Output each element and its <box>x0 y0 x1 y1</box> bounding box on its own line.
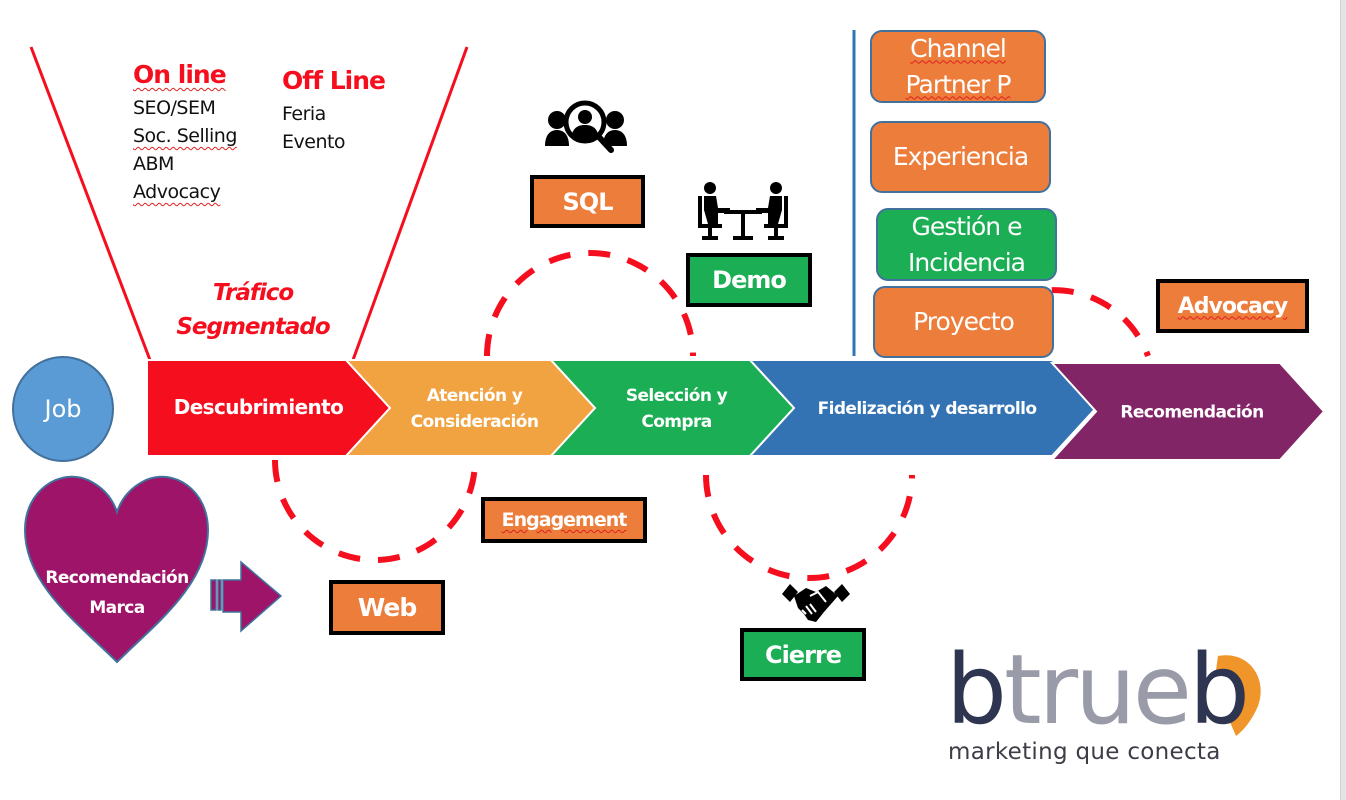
funnel-right-line <box>351 46 469 361</box>
touchpoint-demo: Demo <box>686 253 812 307</box>
user-search-icon <box>545 100 627 153</box>
loyalty-item-line1: Channel <box>910 33 1007 63</box>
dashed-arc-engagement <box>272 459 478 563</box>
online-item: Advocacy <box>133 181 221 203</box>
loyalty-item-line2: Incidencia <box>907 247 1026 277</box>
loyalty-item-line1: Experiencia <box>892 142 1029 171</box>
traffic-label-line1: Tráfico <box>212 280 294 306</box>
touchpoint-advocacy-label: Advocacy <box>1177 293 1288 319</box>
loyalty-item-gestion-incidencia: Gestión e Incidencia <box>876 208 1057 281</box>
offline-title: Off Line <box>282 66 386 95</box>
loyalty-item-experiencia: Experiencia <box>870 121 1051 193</box>
touchpoint-advocacy: Advocacy <box>1156 279 1309 333</box>
online-item: ABM <box>133 153 174 175</box>
dashed-arc-selection <box>484 250 696 357</box>
stage-label: Compra <box>641 412 711 432</box>
dashed-arc-advocacy <box>957 287 1151 358</box>
touchpoint-cierre: Cierre <box>740 628 866 681</box>
stage-label: Fidelización y desarrollo <box>818 399 1037 419</box>
loyalty-item-line1: Gestión e <box>911 211 1022 241</box>
touchpoint-engagement: Engagement <box>481 497 647 543</box>
heart-label: Recomendación Marca <box>30 563 204 623</box>
heart-label-line2: Marca <box>89 598 145 618</box>
logo-true: true <box>1003 634 1192 746</box>
traffic-label-line2: Segmentado <box>176 314 330 340</box>
offline-item: Evento <box>282 131 346 153</box>
heart-shape <box>23 475 210 664</box>
online-item: SEO/SEM <box>133 97 216 119</box>
stage-fidelizacion-desarrollo: Fidelización y desarrollo <box>747 359 1098 457</box>
stage-label: Recomendación <box>1120 403 1263 423</box>
logo-b-start: b <box>946 634 1007 746</box>
meeting-icon <box>698 182 788 240</box>
journey-stages: Descubrimiento Atención y Consideración Sel… <box>146 359 1326 461</box>
loyalty-item-proyecto: Proyecto <box>873 286 1054 358</box>
loyalty-item-line2: Partner P <box>905 69 1012 99</box>
logo-accent-icon <box>1216 655 1261 736</box>
funnel-left-line <box>29 46 152 361</box>
logo-b-end: b <box>1188 634 1250 746</box>
scrollbar[interactable] <box>1340 0 1346 800</box>
logo-tagline: marketing que conecta <box>948 739 1221 765</box>
stage-label: Consideración <box>411 412 539 432</box>
traffic-label: Tráfico Segmentado <box>160 276 346 344</box>
heart-label-line1: Recomendación <box>45 568 189 588</box>
stage-seleccion-compra: Selección y Compra <box>548 359 796 457</box>
stage-descubrimiento: Descubrimiento <box>146 359 392 457</box>
online-item: Soc. Selling <box>133 125 237 147</box>
stage-chevron-shape <box>1049 362 1326 461</box>
touchpoint-web: Web <box>329 580 445 635</box>
stage-recomendacion: Recomendación <box>1049 362 1326 461</box>
online-title: On line <box>133 60 227 89</box>
stage-label: Atención y <box>427 386 523 406</box>
handshake-icon <box>782 584 850 622</box>
logo-wordmark: btrueb <box>946 640 1250 740</box>
stage-label: Selección y <box>626 386 728 406</box>
stage-label: Descubrimiento <box>174 395 344 419</box>
loyalty-item-line1: Proyecto <box>913 307 1015 336</box>
online-list: SEO/SEM Soc. Selling ABM Advocacy <box>133 94 237 206</box>
offline-list: Feria Evento <box>282 100 346 156</box>
stage-chevron-shape <box>747 359 1098 457</box>
offline-item: Feria <box>282 103 326 125</box>
dashed-arc-cierre <box>703 474 915 581</box>
touchpoint-engagement-label: Engagement <box>501 509 628 531</box>
arrow-right-shape <box>210 560 283 633</box>
touchpoint-sql: SQL <box>530 175 645 228</box>
job-circle: Job <box>12 356 114 462</box>
